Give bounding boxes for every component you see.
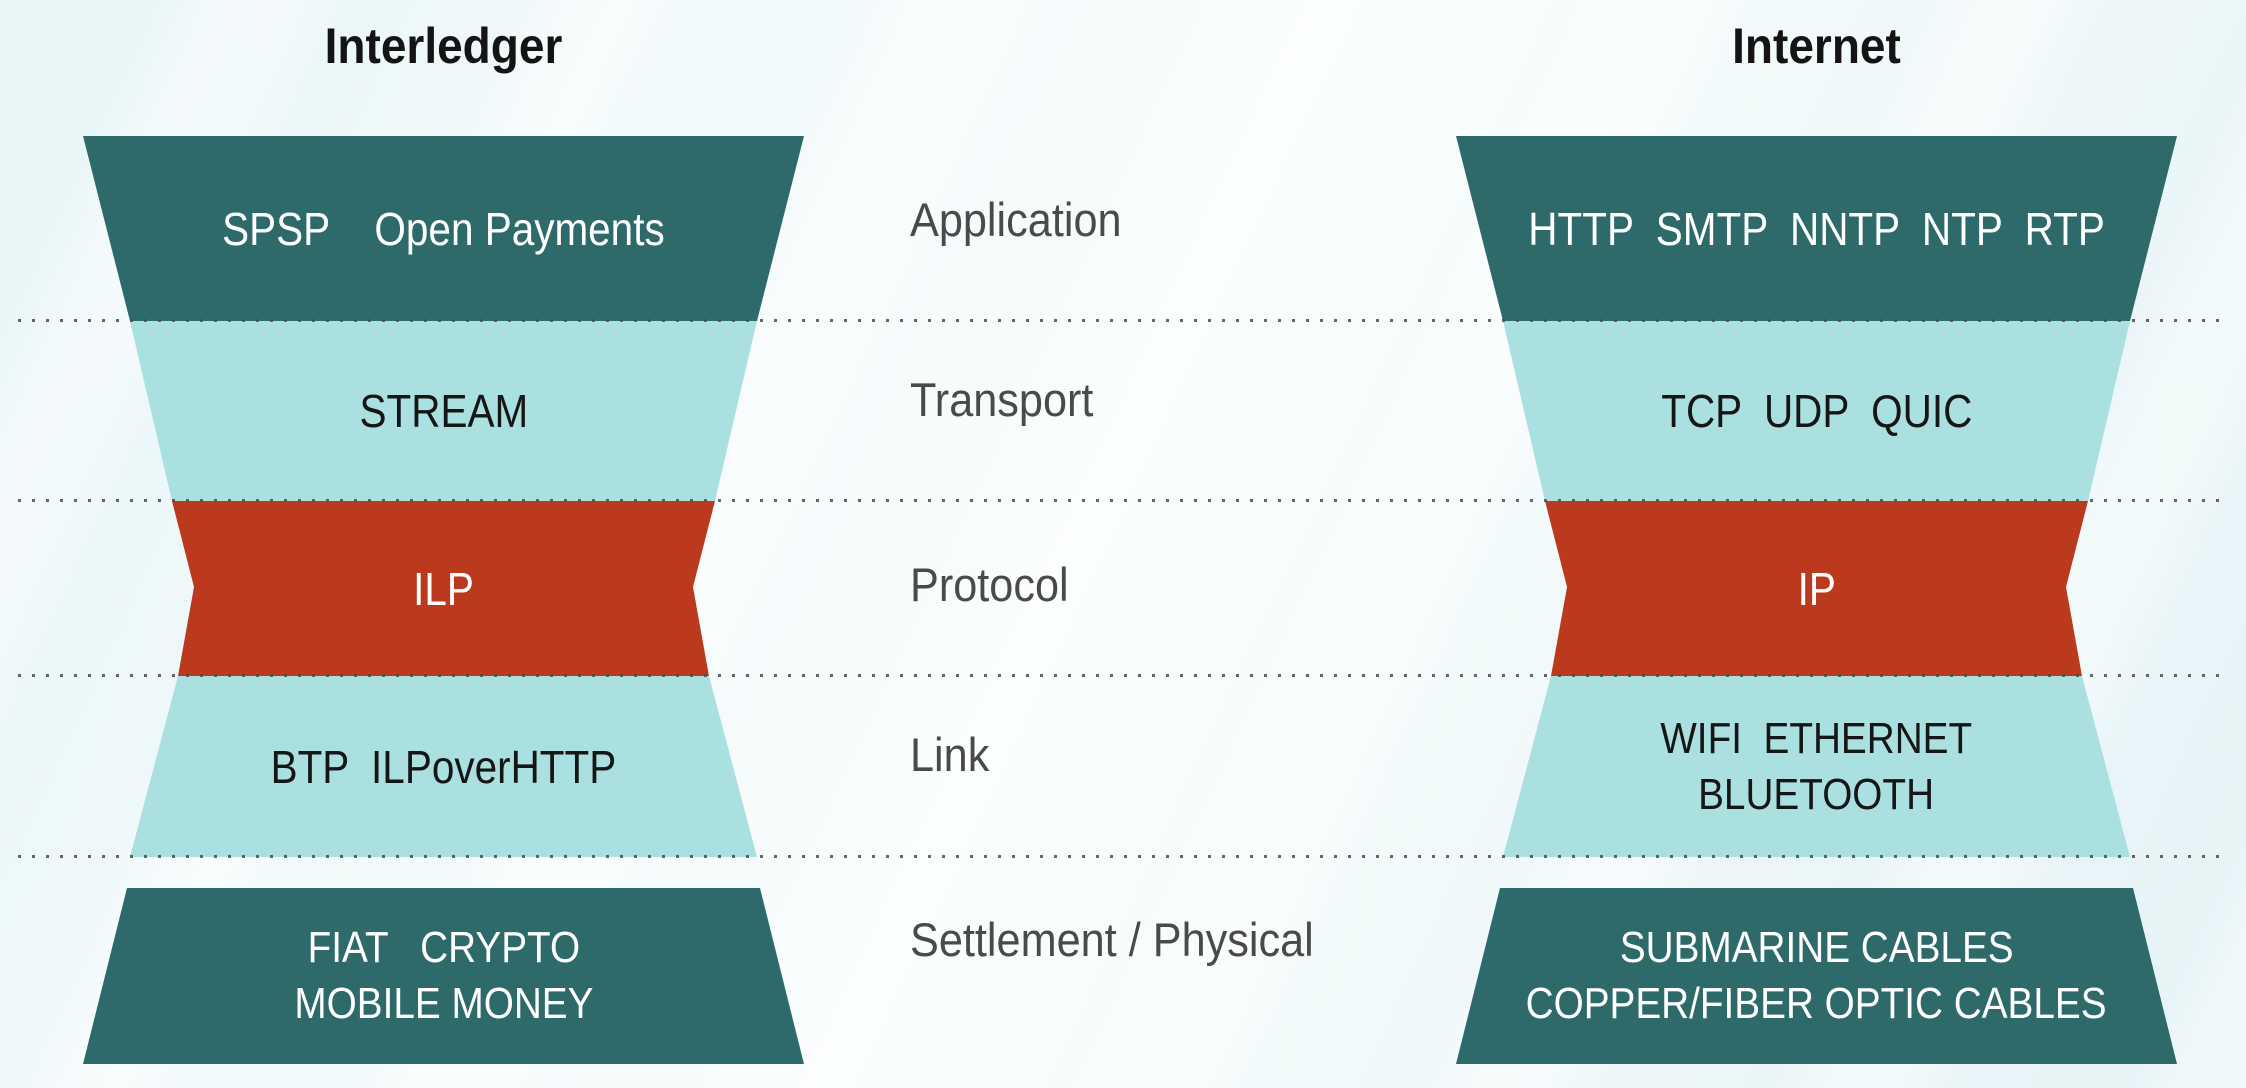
interledger-link-protocols: BTP ILPoverHTTP [270, 740, 617, 793]
interledger-protocol-name: ILP [413, 562, 474, 615]
internet-link-line1: WIFI ETHERNET [1660, 713, 1973, 763]
interledger-application-band: SPSP Open Payments [83, 136, 804, 321]
internet-application-protocols: HTTP SMTP NNTP NTP RTP [1528, 202, 2105, 255]
internet-stack: HTTP SMTP NNTP NTP RTP TCP UDP QUIC IP W… [1456, 136, 2177, 1064]
internet-transport-protocols: TCP UDP QUIC [1660, 385, 1973, 437]
interledger-stack: SPSP Open Payments STREAM ILP BTP ILPove… [83, 136, 804, 1064]
row-label-application: Application [910, 193, 1122, 246]
row-label-link: Link [910, 728, 990, 781]
interledger-transport-protocols: STREAM [359, 385, 528, 437]
dotted-separator-transport-protocol [18, 499, 2228, 502]
internet-link-line2: BLUETOOTH [1698, 769, 1935, 819]
internet-link-band: WIFI ETHERNET BLUETOOTH [1503, 676, 2130, 857]
internet-transport-band: TCP UDP QUIC [1503, 321, 2130, 501]
dotted-separator-application-transport [18, 319, 2228, 322]
internet-protocol-band: IP [1545, 501, 2088, 676]
internet-title: Internet [1732, 18, 1901, 74]
internet-protocol-name: IP [1797, 562, 1836, 615]
internet-application-band: HTTP SMTP NNTP NTP RTP [1456, 136, 2177, 321]
dotted-separator-protocol-link [18, 674, 2228, 677]
interledger-settlement-line1: FIAT CRYPTO [307, 923, 580, 972]
interledger-protocol-band: ILP [172, 501, 715, 676]
interledger-title: Interledger [324, 18, 563, 74]
row-label-transport: Transport [910, 373, 1094, 426]
interledger-link-band: BTP ILPoverHTTP [130, 676, 757, 857]
internet-settlement-line2: COPPER/FIBER OPTIC CABLES [1526, 979, 2107, 1028]
row-label-protocol: Protocol [910, 558, 1069, 611]
dotted-separator-link-settlement [18, 855, 2228, 858]
interledger-transport-band: STREAM [130, 321, 757, 501]
interledger-settlement-band: FIAT CRYPTO MOBILE MONEY [83, 888, 804, 1064]
interledger-settlement-line2: MOBILE MONEY [293, 979, 594, 1028]
interledger-application-protocols: SPSP Open Payments [222, 202, 665, 255]
internet-settlement-band: SUBMARINE CABLES COPPER/FIBER OPTIC CABL… [1456, 888, 2177, 1064]
row-label-settlement: Settlement / Physical [910, 913, 1314, 966]
internet-settlement-line1: SUBMARINE CABLES [1619, 923, 2014, 972]
